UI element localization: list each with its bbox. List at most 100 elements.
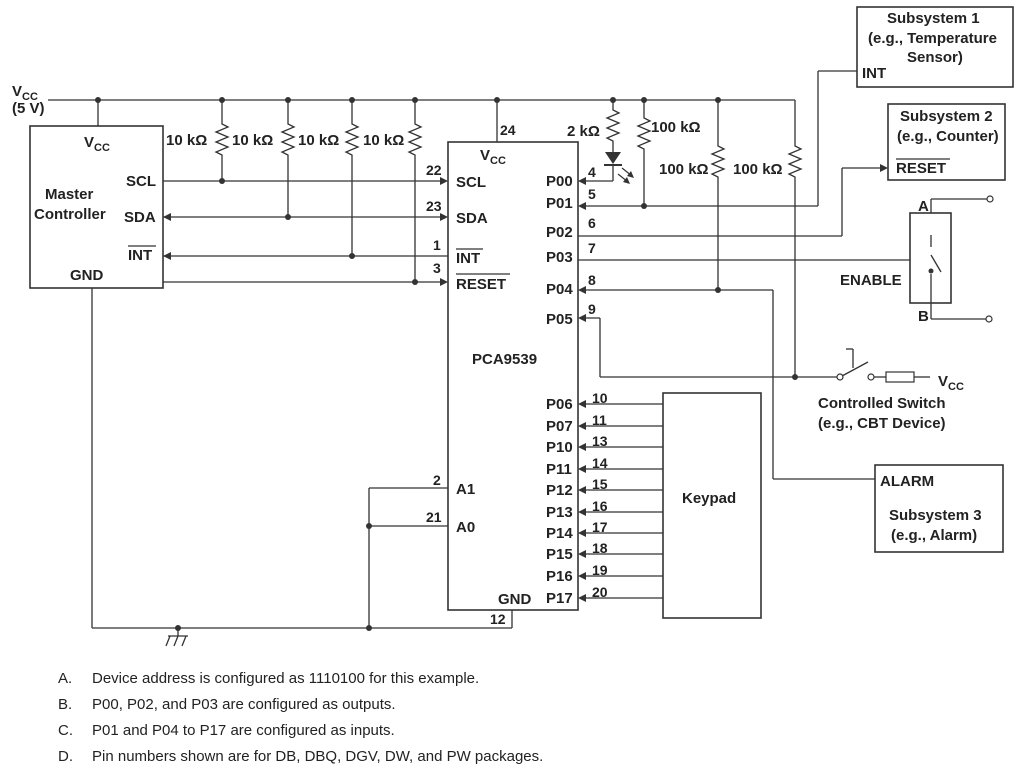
chip-vcc-pin-num: 24 xyxy=(500,122,516,138)
master-vcc-label: VCC xyxy=(84,134,110,154)
r4-label: 10 kΩ xyxy=(363,132,404,149)
pin-num-11: 11 xyxy=(592,412,607,428)
pin-num-23: 23 xyxy=(426,198,442,214)
p05-resistor-label: 100 kΩ xyxy=(733,161,783,178)
pin-name-p10: P10 xyxy=(546,439,573,456)
pin-num-2: 2 xyxy=(433,472,441,488)
note-d-letter: D. xyxy=(58,748,73,765)
keypad-arrow xyxy=(578,400,586,408)
keypad-lines xyxy=(578,400,663,602)
pin-num-20: 20 xyxy=(592,584,608,600)
pin-num-4: 4 xyxy=(588,164,596,180)
master-gnd-label: GND xyxy=(70,267,104,284)
pin-num-3: 3 xyxy=(433,260,441,276)
led-branch: 2 kΩ xyxy=(567,100,634,185)
enable-switch: A ENABLE B xyxy=(840,195,994,325)
pin-num-13: 13 xyxy=(592,433,608,449)
p02-line xyxy=(578,164,888,237)
keypad-arrow xyxy=(578,508,586,516)
pullup-resistors: 10 kΩ 10 kΩ 10 kΩ 10 kΩ xyxy=(166,100,423,282)
keypad-arrow xyxy=(578,594,586,602)
r1-label: 10 kΩ xyxy=(166,132,207,149)
note-c-letter: C. xyxy=(58,722,73,739)
pin-num-21: 21 xyxy=(426,509,442,525)
subsystem1-line1: Subsystem 1 xyxy=(887,10,980,27)
switch-b-label: B xyxy=(918,308,929,325)
pin-num-7: 7 xyxy=(588,240,596,256)
master-int-label: INT xyxy=(128,247,152,264)
keypad-arrow xyxy=(578,465,586,473)
subsystem3-alarm: ALARM xyxy=(880,473,934,490)
p01-resistor-label: 100 kΩ xyxy=(651,119,701,136)
master-scl-label: SCL xyxy=(126,173,156,190)
master-controller: VCC Master Controller SCL SDA INT GND xyxy=(29,100,164,289)
keypad-arrow xyxy=(578,486,586,494)
pin-name-reset: RESET xyxy=(456,276,506,293)
subsystem-3: ALARM Subsystem 3 (e.g., Alarm) xyxy=(874,464,1004,553)
pin-name-p03: P03 xyxy=(546,249,573,266)
subsystem-1: Subsystem 1 (e.g., Temperature Sensor) I… xyxy=(856,6,1014,88)
pin-name-p04: P04 xyxy=(546,281,573,298)
pin-num-1: 1 xyxy=(433,237,441,253)
note-b-letter: B. xyxy=(58,696,72,713)
keypad-arrow xyxy=(578,443,586,451)
p04-line xyxy=(578,286,875,480)
pin-num-18: 18 xyxy=(592,540,608,556)
p04-p05-pullups: 100 kΩ 100 kΩ xyxy=(659,100,803,380)
pin-num-16: 16 xyxy=(592,498,608,514)
bus-lines xyxy=(163,177,448,286)
chip-name: PCA9539 xyxy=(472,351,537,368)
ground-network xyxy=(91,288,512,647)
controlled-switch-line2: (e.g., CBT Device) xyxy=(818,415,946,432)
pin-name-p12: P12 xyxy=(546,482,573,499)
pin-num-8: 8 xyxy=(588,272,596,288)
pin-name-p15: P15 xyxy=(546,546,573,563)
keypad-arrow xyxy=(578,550,586,558)
pin-name-sda: SDA xyxy=(456,210,488,227)
p05-line: VCC Controlled Switch (e.g., CBT Device) xyxy=(578,314,964,432)
pin-name-int: INT xyxy=(456,250,480,267)
pin-num-14: 14 xyxy=(592,455,608,471)
vcc-supply-value: (5 V) xyxy=(12,100,45,117)
controlled-switch-line1: Controlled Switch xyxy=(818,395,946,412)
pin-name-p07: P07 xyxy=(546,418,573,435)
pin-num-5: 5 xyxy=(588,186,596,202)
subsystem2-line2: (e.g., Counter) xyxy=(897,128,999,145)
pin-num-15: 15 xyxy=(592,476,608,492)
chip-gnd-pin-num: 12 xyxy=(490,611,506,627)
keypad-arrow xyxy=(578,572,586,580)
note-d-text: Pin numbers shown are for DB, DBQ, DGV, … xyxy=(92,748,543,765)
subsystem2-reset: RESET xyxy=(896,160,946,177)
pin-name-a1: A1 xyxy=(456,481,475,498)
pin-name-p06: P06 xyxy=(546,396,573,413)
pin-num-10: 10 xyxy=(592,390,608,406)
master-sda-label: SDA xyxy=(124,209,156,226)
pin-num-19: 19 xyxy=(592,562,608,578)
pin-name-p00: P00 xyxy=(546,173,573,190)
p01-branch: 100 kΩ xyxy=(578,70,857,210)
master-title-1: Master xyxy=(45,186,94,203)
keypad-label: Keypad xyxy=(682,490,736,507)
pin-num-17: 17 xyxy=(592,519,608,535)
pin-name-p11: P11 xyxy=(546,461,572,478)
controlled-switch-vcc: VCC xyxy=(938,373,964,393)
notes: A. Device address is configured as 11101… xyxy=(58,670,543,765)
pin-name-p17: P17 xyxy=(546,590,573,607)
subsystem1-int: INT xyxy=(862,65,886,82)
subsystem1-line3: Sensor) xyxy=(907,49,963,66)
r3-label: 10 kΩ xyxy=(298,132,339,149)
led-resistor-label: 2 kΩ xyxy=(567,123,600,140)
r2-label: 10 kΩ xyxy=(232,132,273,149)
note-b-text: P00, P02, and P03 are configured as outp… xyxy=(92,696,396,713)
pin-name-scl: SCL xyxy=(456,174,486,191)
pin-name-p16: P16 xyxy=(546,568,573,585)
keypad: Keypad xyxy=(578,392,762,619)
enable-label: ENABLE xyxy=(840,272,902,289)
keypad-arrow xyxy=(578,422,586,430)
vcc-supply-label: VCC xyxy=(12,83,38,103)
chip-vcc-label: VCC xyxy=(480,147,506,167)
note-a-text: Device address is configured as 1110100 … xyxy=(92,670,479,687)
master-title-2: Controller xyxy=(34,206,106,223)
subsystem3-line1: Subsystem 3 xyxy=(889,507,982,524)
